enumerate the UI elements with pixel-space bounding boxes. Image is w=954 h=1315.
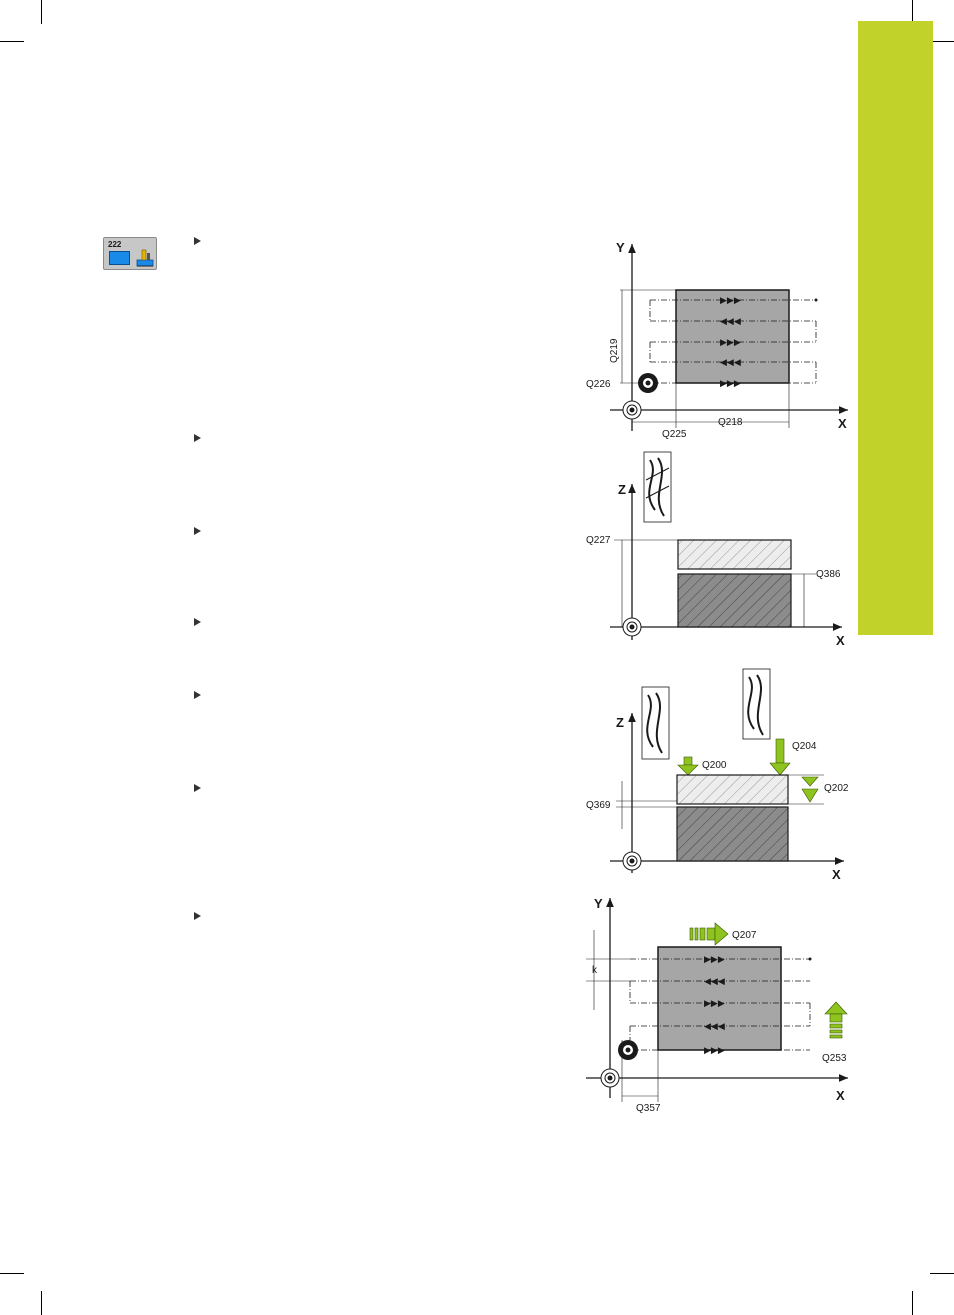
q357-label: Q357 (636, 1103, 661, 1114)
q200-arrow-icon (677, 756, 699, 776)
workpiece (657, 946, 782, 1051)
crop-mark (912, 0, 913, 24)
q253-arrow-icon (824, 1001, 848, 1039)
triangle-bullet-icon (194, 434, 201, 442)
end-mill-tool-icon (643, 451, 672, 523)
crop-mark (0, 41, 24, 42)
svg-text:▶▶▶: ▶▶▶ (720, 378, 741, 388)
x-axis-label: X (836, 633, 845, 648)
q207-label: Q207 (732, 930, 757, 941)
z-axis-label: Z (618, 482, 626, 497)
figure-xz-clearance: Z X Q200 Q204 Q202 Q369 (586, 668, 849, 882)
q227-label: Q227 (586, 535, 611, 546)
triangle-bullet-icon (194, 237, 201, 245)
material-to-remove (677, 539, 792, 570)
datum-icon (622, 851, 642, 871)
svg-text:◀◀◀: ◀◀◀ (720, 357, 741, 367)
end-mill-tool-icon (641, 686, 670, 760)
cycle-rectangle-icon (109, 251, 130, 265)
q225-label: Q225 (662, 429, 687, 440)
q253-label: Q253 (822, 1053, 847, 1064)
milling-cutter-icon (638, 373, 658, 393)
end-mill-tool-icon (742, 668, 771, 740)
triangle-bullet-icon (194, 784, 201, 792)
triangle-bullet-icon (194, 691, 201, 699)
svg-text:▶▶▶: ▶▶▶ (704, 1045, 725, 1055)
crop-mark (41, 1291, 42, 1315)
q369-label: Q369 (586, 800, 611, 811)
chapter-side-tab (858, 21, 933, 635)
x-axis-label: X (838, 416, 847, 431)
workpiece (675, 289, 790, 384)
cycle-number: 222 (108, 240, 122, 249)
triangle-bullet-icon (194, 912, 201, 920)
datum-icon (622, 617, 642, 637)
q204-arrow-icon (769, 738, 791, 776)
k-label: k (592, 965, 598, 976)
crop-mark (41, 0, 42, 24)
svg-text:▶▶▶: ▶▶▶ (720, 295, 741, 305)
workpiece (677, 573, 792, 628)
q226-label: Q226 (586, 379, 611, 390)
plane-milling-cycle-icon: 222 (103, 237, 157, 270)
crop-mark (0, 1273, 24, 1274)
figure-xy-plan: Y X ▶▶▶ ◀◀◀ ▶▶▶ ◀◀◀ ▶▶▶ Q219 Q226 Q225 Q218 (586, 240, 848, 440)
q219-label: Q219 (609, 338, 620, 363)
datum-icon (622, 400, 642, 420)
svg-text:▶▶▶: ▶▶▶ (704, 998, 725, 1008)
crop-mark (930, 1273, 954, 1274)
milling-cutter-icon (618, 1040, 638, 1060)
svg-text:▶▶▶: ▶▶▶ (704, 954, 725, 964)
material-to-remove (676, 774, 789, 805)
svg-text:◀◀◀: ◀◀◀ (704, 976, 725, 986)
q218-label: Q218 (718, 417, 743, 428)
workpiece (676, 806, 789, 862)
svg-text:▶▶▶: ▶▶▶ (720, 337, 741, 347)
machining-icon (136, 249, 154, 267)
q202-label: Q202 (824, 783, 849, 794)
triangle-bullet-icon (194, 527, 201, 535)
svg-text:◀◀◀: ◀◀◀ (704, 1021, 725, 1031)
y-axis-label: Y (594, 896, 603, 911)
datum-icon (600, 1068, 620, 1088)
q386-label: Q386 (816, 569, 841, 580)
q207-arrow-icon (689, 922, 729, 946)
svg-text:◀◀◀: ◀◀◀ (720, 316, 741, 326)
z-axis-label: Z (616, 715, 624, 730)
figure-xy-stepover: Y X Q207 ▶▶▶ ◀◀◀ ▶▶▶ ◀◀◀ ▶▶▶ k Q253 Q357 (586, 896, 848, 1114)
q204-label: Q204 (792, 741, 817, 752)
x-axis-label: X (836, 1088, 845, 1103)
crop-mark (930, 41, 954, 42)
figure-xz-depth: Z X Q227 Q386 (586, 451, 845, 648)
q202-arrow-icon (801, 776, 819, 803)
q200-label: Q200 (702, 760, 727, 771)
x-axis-label: X (832, 867, 841, 882)
y-axis-label: Y (616, 240, 625, 255)
crop-mark (912, 1291, 913, 1315)
triangle-bullet-icon (194, 618, 201, 626)
